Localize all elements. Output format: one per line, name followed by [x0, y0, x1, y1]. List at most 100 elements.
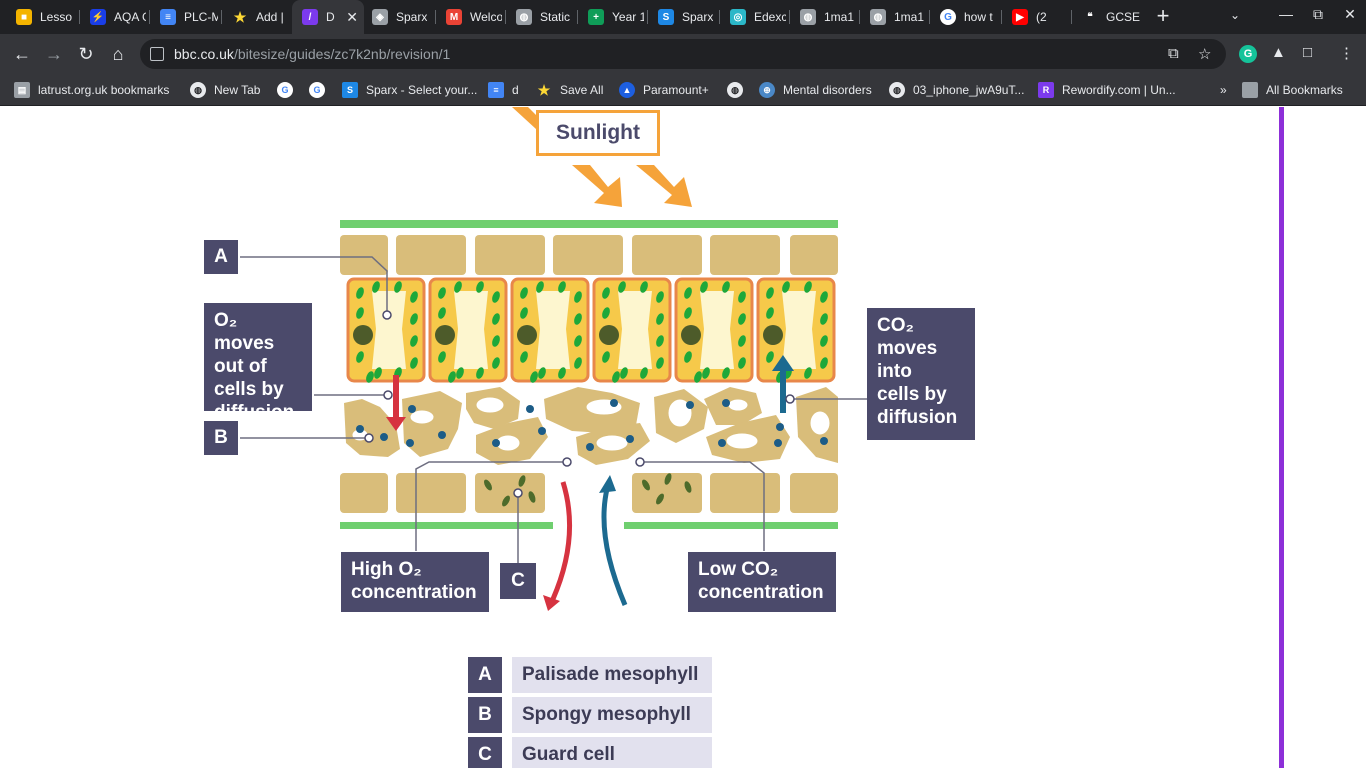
epidermis-cell	[396, 473, 466, 513]
tab-title: Welco	[470, 10, 502, 24]
palisade-cell	[346, 277, 426, 383]
google-icon: G	[277, 82, 293, 98]
tab[interactable]: M Welco	[436, 0, 502, 34]
back-button[interactable]: ←	[13, 44, 31, 64]
palisade-cell	[674, 277, 754, 383]
side-panel-icon[interactable]: □	[1303, 44, 1313, 61]
extensions-icon[interactable]: ▲	[1271, 44, 1286, 61]
page-content: Sunlight A B C O₂ moves out of cells by …	[0, 107, 1366, 768]
bookmark-item[interactable]: ◍03_iphone_jwA9uT...	[889, 74, 1024, 106]
tab[interactable]: ◎Edexc	[720, 0, 786, 34]
all-bookmarks-label: All Bookmarks	[1266, 83, 1343, 97]
globe-icon: ◍	[800, 9, 816, 25]
bookmark-label: 03_iphone_jwA9uT...	[913, 83, 1025, 97]
bookmarks-bar: » All Bookmarks ▤latrust.org.uk bookmark…	[0, 74, 1366, 106]
globe-icon: ◍	[727, 82, 743, 98]
grammarly-icon[interactable]: G	[1239, 45, 1257, 63]
tab-separator	[789, 10, 790, 24]
leader-lines	[240, 256, 868, 577]
browser-toolbar: ← → ↻ ⌂ bbc.co.uk/bitesize/guides/zc7k2n…	[0, 34, 1366, 74]
tab-title: Sparx	[396, 10, 428, 24]
tab-separator	[1001, 10, 1002, 24]
star-icon: ★	[537, 81, 551, 98]
globe-icon: ◍	[190, 82, 206, 98]
bookmark-item[interactable]: ▲Paramount+	[619, 74, 709, 106]
tab-separator	[435, 10, 436, 24]
tab-search-icon[interactable]: ⌄	[1230, 8, 1241, 22]
epidermis-cell	[710, 235, 780, 275]
sunlight-label: Sunlight	[536, 110, 660, 156]
url-host: bbc.co.uk	[174, 46, 234, 62]
callout-line: concentration	[698, 582, 824, 603]
epidermis-cell	[790, 235, 838, 275]
bookmark-item[interactable]: G	[277, 74, 293, 106]
close-window-button[interactable]: ✕	[1344, 6, 1356, 22]
bookmark-label: New Tab	[214, 83, 261, 97]
tab[interactable]: ◍Static	[506, 0, 574, 34]
bookmark-item[interactable]: ◍ New Tab	[190, 74, 260, 106]
epidermis-cell	[710, 473, 780, 513]
epidermis-cell	[475, 235, 545, 275]
reload-button[interactable]: ↻	[78, 44, 94, 64]
tab[interactable]: ★Add |	[222, 0, 288, 34]
share-icon[interactable]: ⧉	[1168, 45, 1179, 62]
tab[interactable]: /D✕	[292, 0, 364, 34]
tab[interactable]: ■Lesso	[6, 0, 76, 34]
upper-cuticle	[340, 220, 838, 228]
close-tab-icon[interactable]: ✕	[346, 9, 358, 25]
bookmark-item[interactable]: ⊕Mental disorders	[759, 74, 872, 106]
tab-title: Add |	[256, 10, 284, 24]
callout-line: out of	[214, 356, 267, 377]
tab[interactable]: ❝GCSE	[1072, 0, 1142, 34]
forward-button[interactable]: →	[45, 44, 63, 64]
globe-icon: ◍	[516, 9, 532, 25]
tab[interactable]: ⚡AQA G	[80, 0, 146, 34]
site-info-icon[interactable]	[150, 47, 164, 61]
bookmark-item[interactable]: ★Save All	[536, 74, 604, 106]
home-button[interactable]: ⌂	[112, 44, 124, 64]
tab[interactable]: ≡PLC-M	[150, 0, 218, 34]
bookmark-item[interactable]: ≡d	[488, 74, 519, 106]
bookmark-item[interactable]: G	[309, 74, 325, 106]
tab[interactable]: ◍1ma1	[860, 0, 926, 34]
epidermis-cell	[396, 235, 466, 275]
layers-icon: ◈	[372, 9, 388, 25]
tab[interactable]: +Year 1	[578, 0, 644, 34]
co2-diffusion-arrows	[599, 355, 794, 606]
youtube-icon: ▶	[1012, 9, 1028, 25]
tab[interactable]: S Sparx	[648, 0, 716, 34]
tab[interactable]: ▶(2	[1002, 0, 1068, 34]
sheets-icon: +	[588, 9, 604, 25]
tab-separator	[647, 10, 648, 24]
restore-button[interactable]: ⧉	[1313, 6, 1323, 22]
key-row-a: A Palisade mesophyll	[468, 657, 712, 693]
tab-title: 1ma1	[824, 10, 855, 24]
all-bookmarks[interactable]: All Bookmarks	[1242, 74, 1343, 106]
address-bar[interactable]: bbc.co.uk/bitesize/guides/zc7k2nb/revisi…	[140, 39, 1226, 69]
sparx-icon: S	[658, 9, 674, 25]
tab-title: Sparx	[682, 10, 714, 24]
gmail-icon: M	[446, 9, 462, 25]
bookmark-item[interactable]: ▤latrust.org.uk bookmarks	[14, 74, 169, 106]
guard-cell	[632, 473, 702, 513]
callout-line: cells by	[214, 379, 284, 400]
lower-cuticle-right	[624, 522, 838, 529]
tab-title: Edexc	[754, 10, 786, 24]
spongy-layer	[344, 387, 838, 465]
upper-epidermis	[340, 235, 838, 275]
tab[interactable]: ◍ 1ma1	[790, 0, 856, 34]
bookmarks-overflow-icon[interactable]: »	[1220, 83, 1227, 97]
bookmark-item[interactable]: ◍	[727, 74, 743, 106]
menu-icon[interactable]: ⋮	[1339, 45, 1354, 62]
tab-separator	[149, 10, 150, 24]
tab[interactable]: ◈ Sparx	[362, 0, 432, 34]
minimize-button[interactable]: —	[1279, 6, 1293, 22]
tab-strip: + ⌄ — ⧉ ✕ ■Lesso⚡AQA G≡PLC-M★Add |/D✕ ◈ Sp…	[0, 0, 1366, 34]
bookmark-star-icon[interactable]: ☆	[1198, 46, 1212, 63]
o2-diffusion-arrows	[386, 375, 573, 611]
quote-icon: ❝	[1082, 9, 1098, 25]
new-tab-button[interactable]: +	[1156, 3, 1170, 28]
